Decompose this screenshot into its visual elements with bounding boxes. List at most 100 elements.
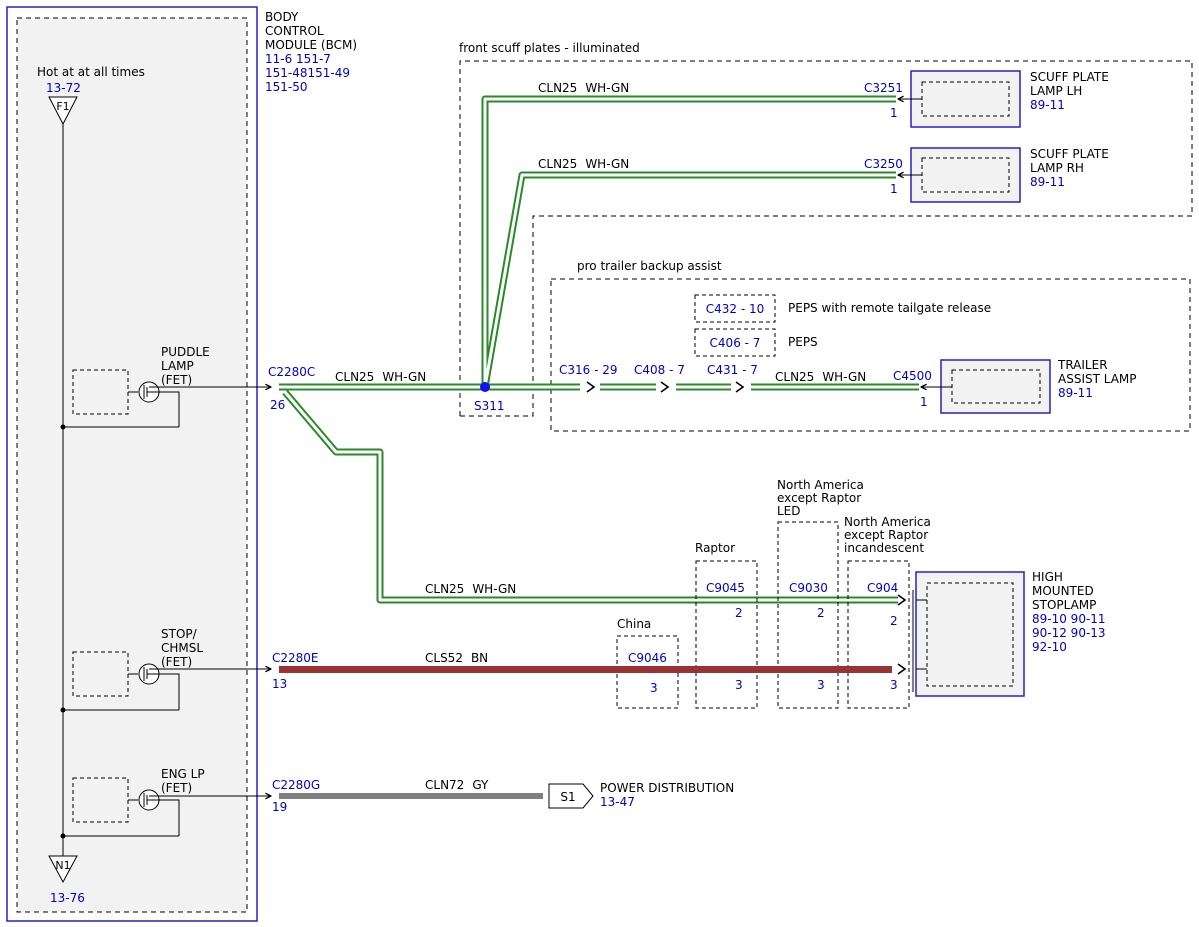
stoplamp-ref-1: 89-10 90-11 <box>1032 612 1106 626</box>
scuff-lh-name-2: LAMP LH <box>1030 84 1082 98</box>
raptor-pin-2: 2 <box>735 606 743 620</box>
scuff-lh-name-1: SCUFF PLATE <box>1030 70 1109 84</box>
peps-note-text-2: PEPS <box>788 335 818 349</box>
svg-text:MODULE (BCM): MODULE (BCM) <box>265 38 357 52</box>
na-inc-pin-3: 3 <box>890 678 898 692</box>
svg-text:S1: S1 <box>560 790 575 804</box>
power-splice-s1: S1 <box>548 783 594 809</box>
na-led-label-2: except Raptor <box>777 491 861 505</box>
na-inc-connector: C904 <box>867 581 898 595</box>
supply-label: Hot at at all times <box>37 65 145 79</box>
trailer-lamp-pin: 1 <box>920 395 928 409</box>
scuff-rh-name-1: SCUFF PLATE <box>1030 147 1109 161</box>
eng-pin: 19 <box>272 800 287 814</box>
fuse-f1-symbol: F1 <box>48 96 78 126</box>
inline-connector-c408: C408 - 7 <box>634 363 685 377</box>
scuff-group-box <box>459 60 1193 417</box>
inline-connector-arrows <box>586 381 745 393</box>
scuff-lamp-rh <box>898 147 1021 203</box>
scuff-rh-ref: 89-11 <box>1030 175 1065 189</box>
stop-label-3: (FET) <box>161 655 192 669</box>
trailer-lamp-name-1: TRAILER <box>1057 358 1108 372</box>
stoplamp-name-3: STOPLAMP <box>1032 598 1096 612</box>
puddle-pin: 26 <box>270 398 285 412</box>
svg-text:N1: N1 <box>55 859 70 872</box>
stop-connector: C2280E <box>272 651 319 665</box>
stop-pin: 13 <box>272 677 287 691</box>
raptor-connector: C9045 <box>706 581 745 595</box>
high-mounted-stoplamp <box>912 571 1025 697</box>
puddle-connector: C2280C <box>268 365 315 379</box>
eng-connector: C2280G <box>272 778 320 792</box>
svg-text:151-50: 151-50 <box>265 80 308 94</box>
puddle-label-2: LAMP <box>161 359 194 373</box>
scuff-rh-connector: C3250 <box>864 157 903 171</box>
stoplamp-terminal-arrows <box>897 594 907 675</box>
stoplamp-ref-2: 90-12 90-13 <box>1032 626 1106 640</box>
eng-wire-gray <box>279 793 543 799</box>
peps-note-text-1: PEPS with remote tailgate release <box>788 301 991 315</box>
scuff-group-title: front scuff plates - illuminated <box>459 41 640 55</box>
china-pin: 3 <box>650 681 658 695</box>
trailer-group-box <box>550 278 1191 432</box>
na-led-connector: C9030 <box>789 581 828 595</box>
na-led-pin-3: 3 <box>817 678 825 692</box>
puddle-label-1: PUDDLE <box>161 345 210 359</box>
svg-text:F1: F1 <box>56 100 69 113</box>
trailer-lamp-ref: 89-11 <box>1058 386 1093 400</box>
supply-ref: 13-72 <box>46 81 81 95</box>
ground-ref: 13-76 <box>50 891 85 905</box>
svg-text:11-6 151-7: 11-6 151-7 <box>265 52 331 66</box>
power-distribution-label: POWER DISTRIBUTION <box>600 781 734 795</box>
trailer-lamp-name-2: ASSIST LAMP <box>1058 372 1137 386</box>
peps-note-box-2 <box>694 328 776 357</box>
stoplamp-name-1: HIGH <box>1032 570 1063 584</box>
ground-n1-symbol: N1 <box>48 855 78 884</box>
stop-label-1: STOP/ <box>161 627 198 641</box>
peps-note-connector-1: C432 - 10 <box>706 302 765 316</box>
peps-note-connector-2: C406 - 7 <box>710 336 761 350</box>
wh-gn-wires <box>279 95 919 604</box>
china-connector: C9046 <box>628 651 667 665</box>
power-distribution-ref: 13-47 <box>600 795 635 809</box>
scuff-lh-connector: C3251 <box>864 81 903 95</box>
eng-label-2: (FET) <box>161 781 192 795</box>
na-led-pin-2: 2 <box>817 606 825 620</box>
china-label: China <box>617 617 651 631</box>
na-inc-label-1: North America <box>844 515 931 529</box>
scuff-rh-pin: 1 <box>890 182 898 196</box>
svg-text:BODY: BODY <box>265 10 299 24</box>
na-inc-label-3: incandescent <box>844 541 924 555</box>
scuff-lamp-lh <box>898 70 1021 128</box>
stoplamp-ref-3: 92-10 <box>1032 640 1067 654</box>
inline-connector-c316: C316 - 29 <box>559 363 618 377</box>
na-inc-label-2: except Raptor <box>844 528 928 542</box>
splice-s311 <box>480 382 490 392</box>
peps-note-box-1 <box>694 294 776 323</box>
na-led-label-3: LED <box>777 504 801 518</box>
trailer-lamp-connector: C4500 <box>893 369 932 383</box>
trailer-group-title: pro trailer backup assist <box>577 259 722 273</box>
raptor-variant-box <box>695 560 758 709</box>
inline-connector-c431: C431 - 7 <box>707 363 758 377</box>
trailer-assist-lamp <box>921 359 1051 414</box>
na-inc-variant-box <box>847 560 910 709</box>
china-variant-box <box>616 635 679 709</box>
bcm-module <box>6 6 258 922</box>
raptor-label: Raptor <box>695 541 735 555</box>
bcm-title: BODY CONTROL MODULE (BCM) 11-6 151-7 151… <box>265 10 357 94</box>
svg-text:CONTROL: CONTROL <box>265 24 324 38</box>
na-inc-pin-2: 2 <box>890 614 898 628</box>
scuff-lh-ref: 89-11 <box>1030 98 1065 112</box>
stoplamp-name-2: MOUNTED <box>1032 584 1094 598</box>
eng-fet-driver <box>72 777 180 836</box>
svg-text:151-48151-49: 151-48151-49 <box>265 66 350 80</box>
scuff-lh-pin: 1 <box>890 106 898 120</box>
